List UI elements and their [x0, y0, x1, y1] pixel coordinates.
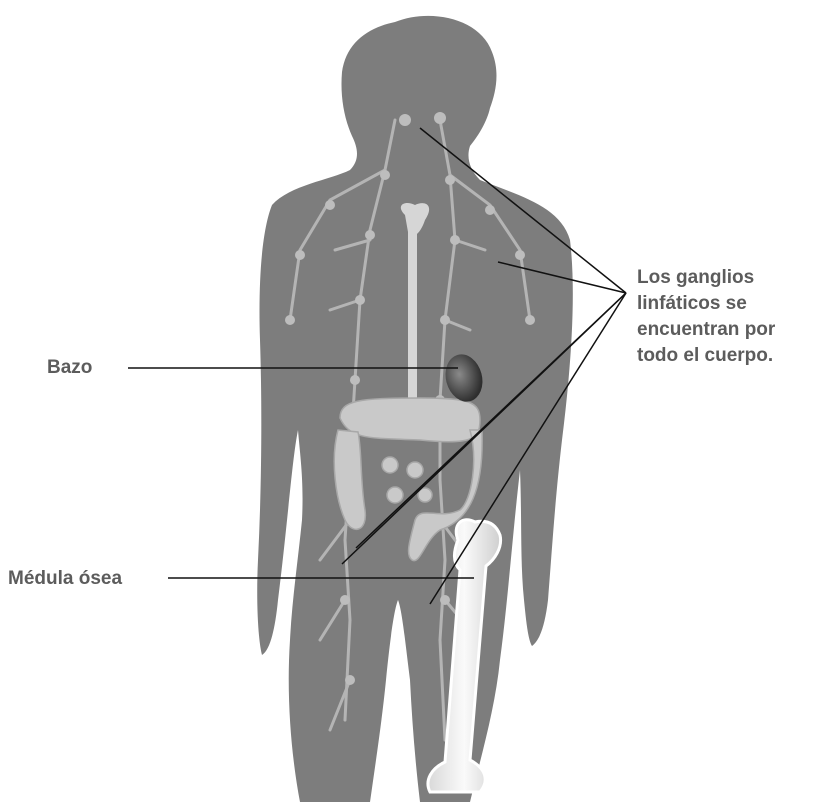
spleen-label: Bazo [47, 355, 92, 381]
lymph-nodes-label-line-4: todo el cuerpo. [637, 343, 812, 369]
lymph-nodes-label-line-3: encuentran por [637, 317, 812, 343]
lymph-nodes-label: Los ganglios linfáticos se encuentran po… [637, 265, 812, 369]
lymph-nodes-label-line-1: Los ganglios [637, 265, 812, 291]
bone-marrow-label: Médula ósea [8, 566, 122, 592]
lymph-nodes-label-line-2: linfáticos se [637, 291, 812, 317]
